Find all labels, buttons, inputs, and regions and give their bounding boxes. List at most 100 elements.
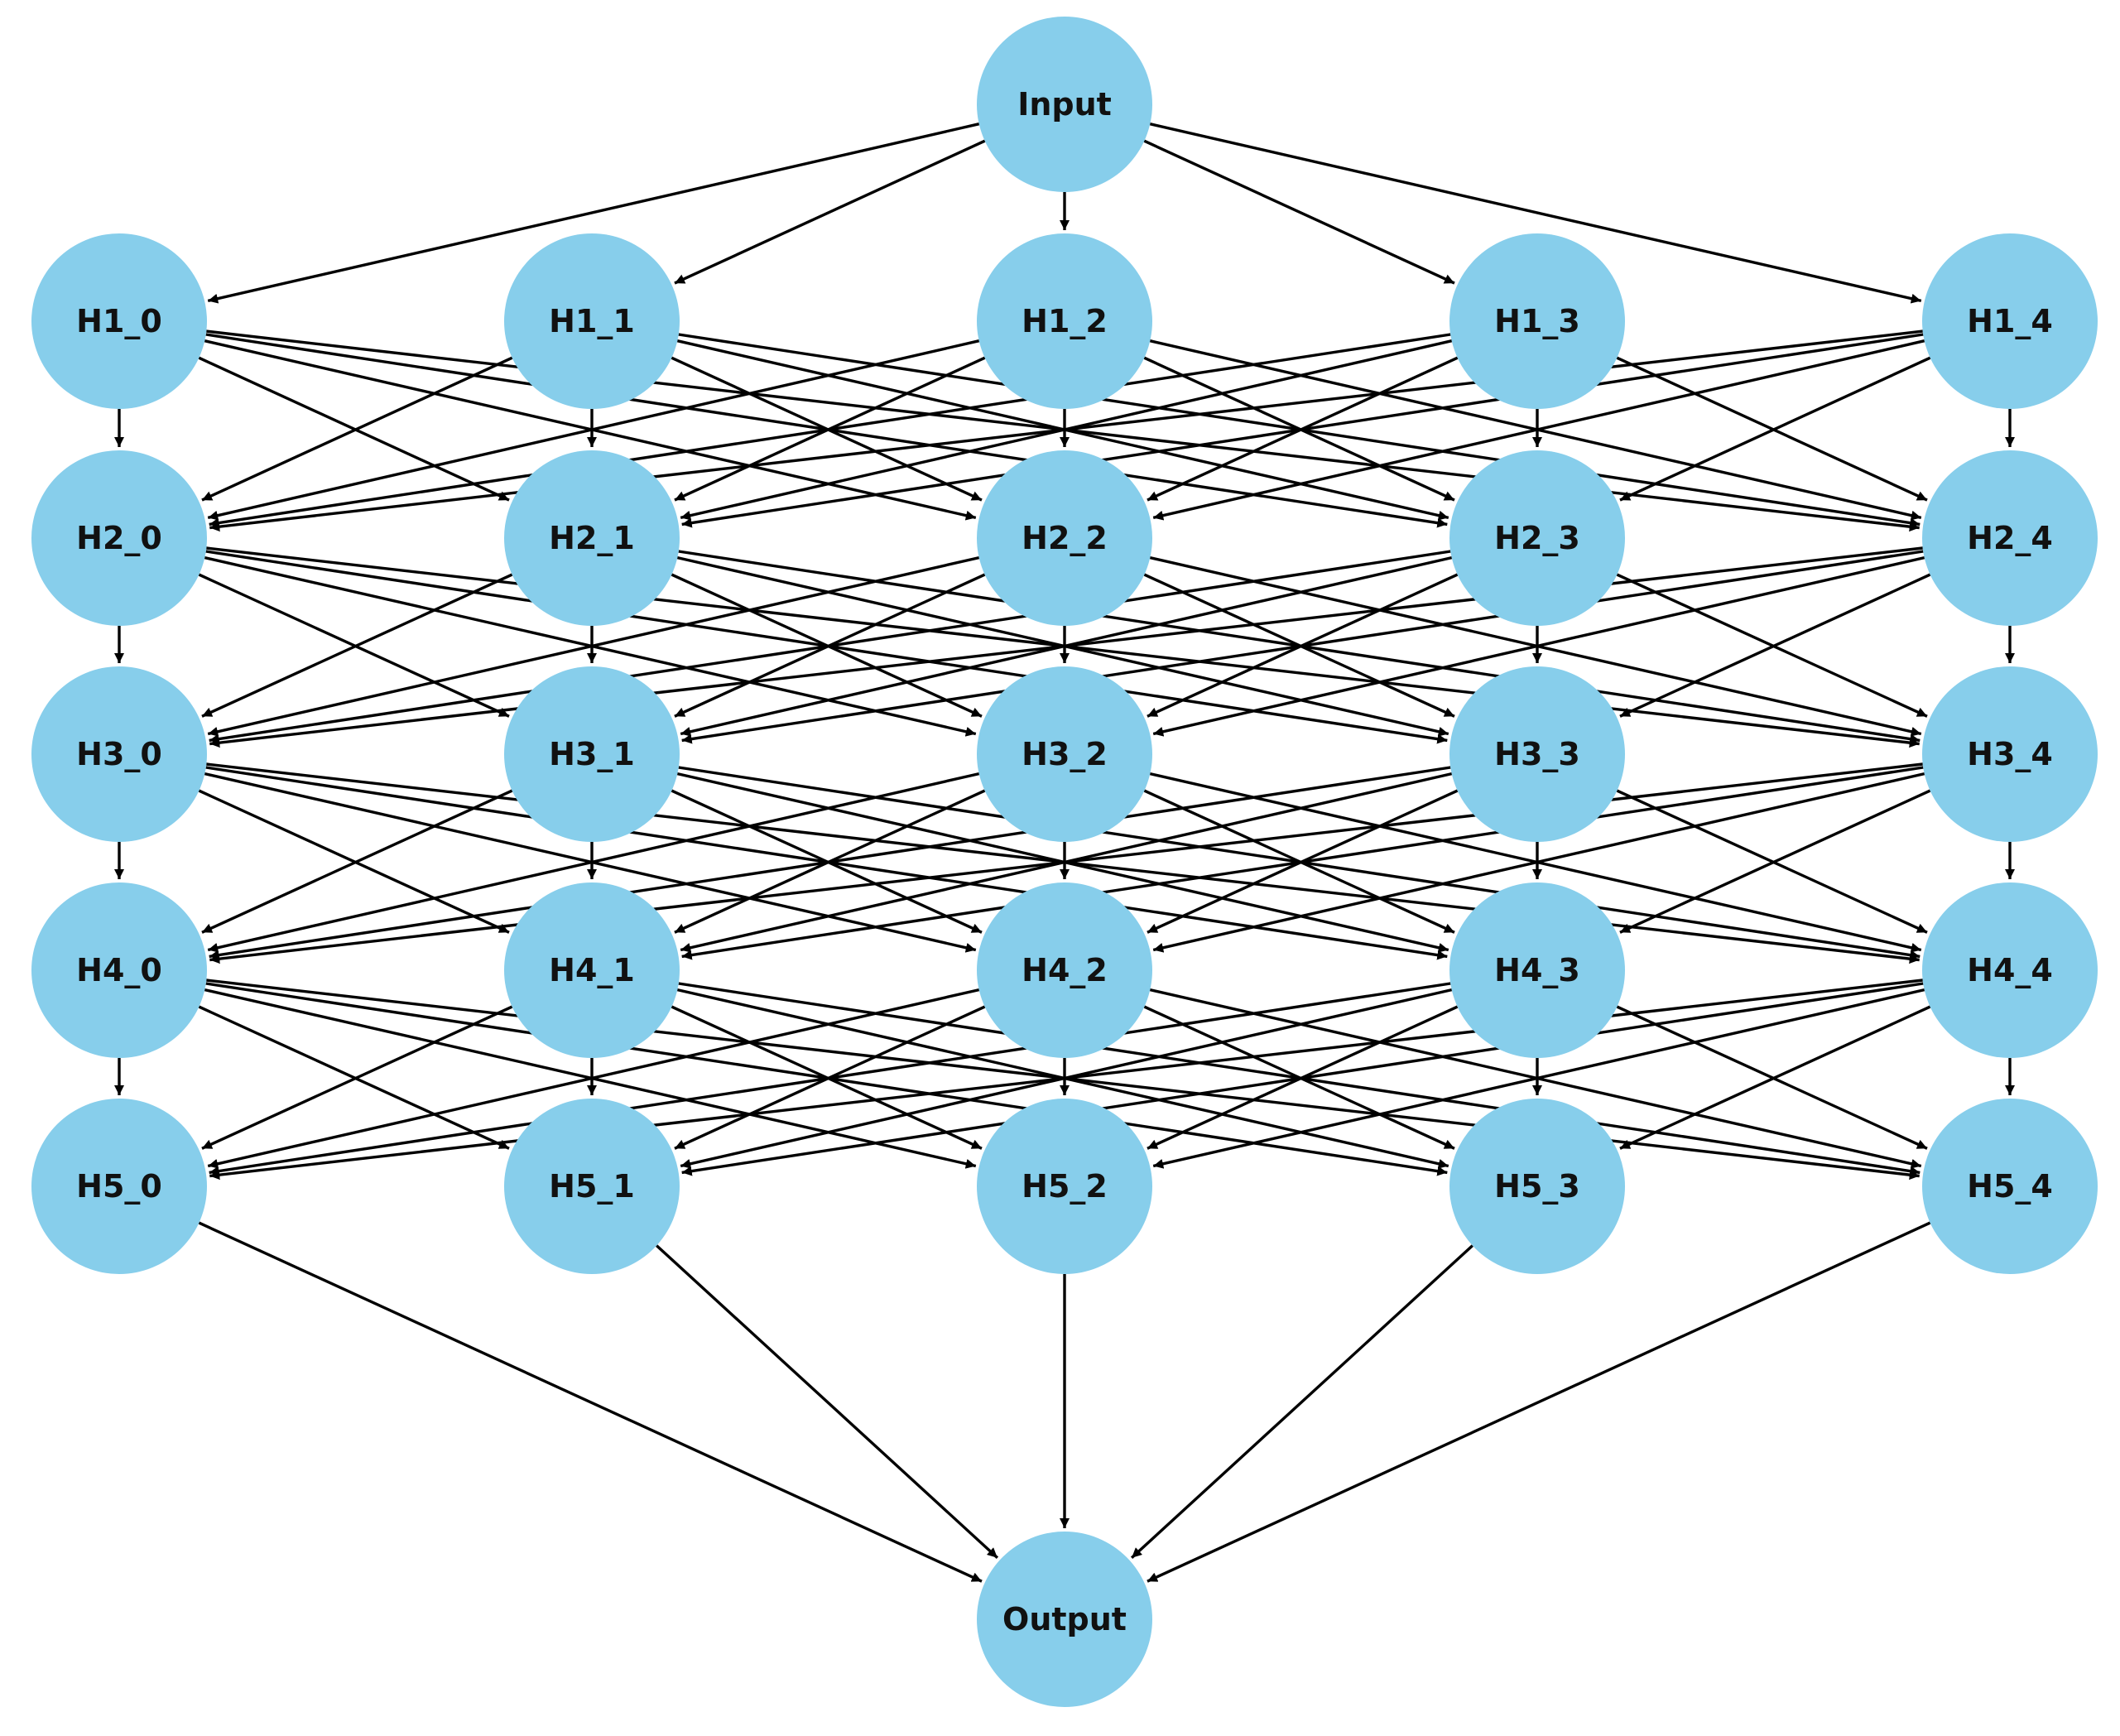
edge-h1-2-to-h2-0: [207, 339, 980, 521]
node-h4-1: H4_1: [504, 882, 680, 1058]
edge-input-to-h1-4: [1149, 123, 1922, 304]
edge-h4-2-to-h5-0: [207, 988, 980, 1169]
node-h4-4: H4_4: [1922, 882, 2098, 1058]
node-h3-1-circle: [504, 666, 680, 842]
edge-h2-2-to-h3-0: [207, 555, 980, 737]
edge-h4-4-to-h5-1: [681, 982, 1924, 1176]
node-h4-3-circle: [1449, 882, 1625, 1058]
node-h3-4: H3_4: [1922, 666, 2098, 842]
node-h3-4-circle: [1922, 666, 2098, 842]
node-h3-4-label: H3_4: [1967, 736, 2053, 772]
node-h3-2-circle: [977, 666, 1152, 842]
edge-h2-3-to-h3-0: [209, 550, 1451, 744]
node-h2-4: H2_4: [1922, 450, 2098, 626]
node-h5-4-label: H5_4: [1967, 1168, 2053, 1205]
edge-h3-3-to-h4-0: [209, 766, 1451, 960]
node-h1-3: H1_3: [1449, 233, 1625, 409]
edge-h2-4-to-h3-3: [1619, 573, 1931, 718]
edge-h5-0-to-output: [198, 1221, 983, 1583]
node-h4-0-label: H4_0: [76, 952, 162, 988]
node-h1-3-circle: [1449, 233, 1625, 409]
node-h1-1-label: H1_1: [549, 303, 635, 339]
node-h4-3: H4_3: [1449, 882, 1625, 1058]
node-h1-2-label: H1_2: [1022, 303, 1108, 339]
node-h2-1-circle: [504, 450, 680, 626]
node-h1-0: H1_0: [31, 233, 207, 409]
node-h5-4: H5_4: [1922, 1099, 2098, 1274]
node-h5-1-label: H5_1: [549, 1168, 635, 1205]
edge-h4-4-to-h5-2: [1152, 988, 1925, 1169]
node-h4-4-circle: [1922, 882, 2098, 1058]
node-h2-2-label: H2_2: [1022, 520, 1108, 556]
node-h2-1: H2_1: [504, 450, 680, 626]
node-h1-4-label: H1_4: [1967, 303, 2053, 339]
node-h1-4-circle: [1922, 233, 2098, 409]
node-h5-2-label: H5_2: [1022, 1168, 1108, 1205]
node-h5-0-circle: [31, 1099, 207, 1274]
node-output-circle: [977, 1532, 1152, 1707]
edge-h4-3-to-h5-0: [209, 982, 1451, 1176]
node-h2-4-label: H2_4: [1967, 520, 2053, 556]
node-h3-0: H3_0: [31, 666, 207, 842]
edge-h1-1-to-h2-0: [201, 356, 513, 502]
node-h2-0: H2_0: [31, 450, 207, 626]
node-h5-1-circle: [504, 1099, 680, 1274]
node-input: Input: [977, 17, 1152, 192]
node-output: Output: [977, 1532, 1152, 1707]
node-output-label: Output: [1002, 1601, 1127, 1637]
edge-h1-4-to-h2-3: [1619, 356, 1931, 502]
node-h4-1-circle: [504, 882, 680, 1058]
node-h2-3-label: H2_3: [1494, 520, 1580, 556]
node-input-label: Input: [1017, 86, 1112, 123]
node-h4-0-circle: [31, 882, 207, 1058]
node-h1-0-circle: [31, 233, 207, 409]
edge-h4-4-to-h5-0: [209, 979, 1923, 1181]
node-h1-1: H1_1: [504, 233, 680, 409]
node-h5-0: H5_0: [31, 1099, 207, 1274]
edge-input-to-h1-3: [1143, 139, 1455, 285]
node-h3-3: H3_3: [1449, 666, 1625, 842]
edge-h2-1-to-h3-0: [201, 573, 513, 718]
node-h5-3: H5_3: [1449, 1099, 1625, 1274]
node-h5-0-label: H5_0: [76, 1168, 162, 1205]
node-h1-0-label: H1_0: [76, 303, 162, 339]
node-h5-4-circle: [1922, 1099, 2098, 1274]
edge-h1-4-to-h2-0: [209, 329, 1923, 532]
edge-h5-1-to-output: [656, 1244, 999, 1559]
node-h3-0-circle: [31, 666, 207, 842]
node-h3-1-label: H3_1: [549, 736, 635, 772]
node-h1-4: H1_4: [1922, 233, 2098, 409]
node-h4-2: H4_2: [977, 882, 1152, 1058]
node-h5-2-circle: [977, 1099, 1152, 1274]
node-h2-2: H2_2: [977, 450, 1152, 626]
edge-h2-4-to-h3-2: [1152, 555, 1925, 737]
edge-h1-4-to-h2-1: [681, 333, 1924, 528]
node-h3-3-label: H3_3: [1494, 736, 1580, 772]
edge-h3-4-to-h4-1: [681, 766, 1924, 960]
node-h1-3-label: H1_3: [1494, 303, 1580, 339]
node-h5-3-circle: [1449, 1099, 1625, 1274]
edge-h2-4-to-h3-1: [681, 550, 1924, 744]
node-h1-2: H1_2: [977, 233, 1152, 409]
node-h3-2-label: H3_2: [1022, 736, 1108, 772]
edge-h5-3-to-output: [1130, 1244, 1473, 1559]
node-h2-0-label: H2_0: [76, 520, 162, 556]
edge-h3-2-to-h4-0: [207, 772, 980, 953]
node-h4-2-circle: [977, 882, 1152, 1058]
node-h5-2: H5_2: [977, 1099, 1152, 1274]
node-h2-3-circle: [1449, 450, 1625, 626]
edge-h4-1-to-h5-0: [201, 1005, 513, 1150]
node-h2-3: H2_3: [1449, 450, 1625, 626]
node-h3-3-circle: [1449, 666, 1625, 842]
node-h2-4-circle: [1922, 450, 2098, 626]
node-h1-1-circle: [504, 233, 680, 409]
node-h4-2-label: H4_2: [1022, 952, 1108, 988]
node-h5-3-label: H5_3: [1494, 1168, 1580, 1205]
node-h3-1: H3_1: [504, 666, 680, 842]
edge-input-to-h1-1: [674, 139, 986, 285]
node-h4-0: H4_0: [31, 882, 207, 1058]
edge-h4-4-to-h5-3: [1619, 1005, 1931, 1150]
edge-h1-4-to-h2-2: [1152, 339, 1925, 521]
